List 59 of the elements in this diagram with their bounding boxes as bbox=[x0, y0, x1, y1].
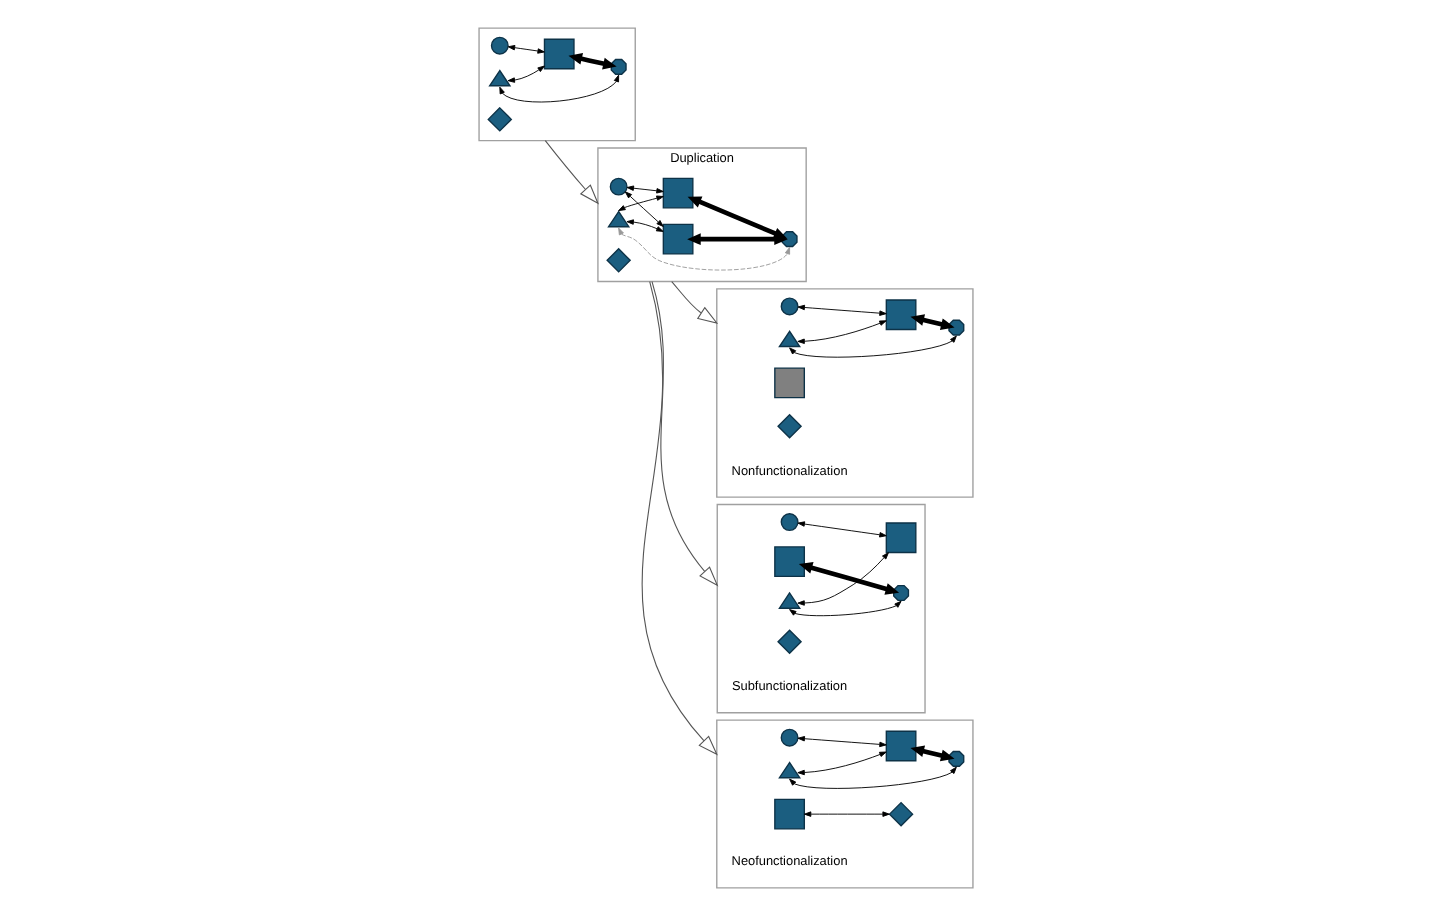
arrow bbox=[650, 281, 718, 587]
arrow bbox=[796, 320, 886, 344]
arrow bbox=[623, 191, 663, 227]
node-cross bbox=[947, 319, 964, 336]
cluster bbox=[715, 719, 973, 889]
arrow bbox=[625, 185, 663, 194]
arrow bbox=[640, 281, 717, 756]
arrow bbox=[670, 281, 718, 324]
arrow bbox=[686, 196, 787, 239]
node-box bbox=[542, 38, 574, 70]
arrow bbox=[788, 600, 901, 617]
node-diamond bbox=[486, 106, 512, 132]
node-box bbox=[661, 223, 693, 255]
arrow bbox=[802, 811, 889, 817]
arrow bbox=[617, 195, 663, 212]
node-diamond bbox=[776, 413, 802, 439]
arrow bbox=[788, 766, 956, 789]
node-triangle bbox=[777, 761, 800, 779]
cluster bbox=[477, 27, 635, 142]
node-box bbox=[661, 177, 693, 209]
node-triangle bbox=[777, 591, 800, 609]
arrow bbox=[909, 314, 954, 330]
arrow bbox=[797, 562, 899, 595]
arrow bbox=[909, 745, 954, 762]
node-cross bbox=[780, 231, 797, 248]
node-diamond bbox=[776, 629, 802, 655]
arrow bbox=[543, 140, 599, 205]
node-cross bbox=[892, 584, 909, 602]
node-box bbox=[884, 522, 916, 554]
node-circle bbox=[779, 728, 798, 747]
arrow bbox=[796, 751, 886, 776]
arrow bbox=[796, 552, 888, 606]
arrow bbox=[506, 44, 544, 54]
node-circle bbox=[608, 177, 627, 196]
node-diamond bbox=[887, 801, 913, 827]
node-circle bbox=[779, 513, 798, 532]
node-circle bbox=[779, 297, 798, 316]
node-cross bbox=[609, 58, 626, 75]
node-triangle bbox=[777, 330, 800, 348]
arrow bbox=[506, 65, 544, 83]
node-box bbox=[884, 299, 916, 331]
cluster bbox=[715, 288, 973, 498]
arrow bbox=[796, 304, 886, 316]
node-box bbox=[884, 730, 916, 762]
node-diamond bbox=[605, 247, 631, 273]
node-triangle bbox=[487, 69, 511, 87]
node-cross bbox=[947, 750, 964, 767]
cluster bbox=[715, 503, 925, 714]
node-triangle bbox=[606, 210, 630, 228]
node-box bbox=[773, 367, 804, 399]
arrow bbox=[567, 53, 616, 70]
arrow bbox=[498, 74, 619, 103]
arrow bbox=[788, 335, 956, 358]
node-circle bbox=[489, 36, 508, 55]
node-box bbox=[773, 798, 804, 830]
node-box bbox=[773, 546, 804, 578]
arrow bbox=[625, 219, 663, 232]
arrow bbox=[796, 521, 886, 538]
arrow bbox=[796, 736, 886, 748]
